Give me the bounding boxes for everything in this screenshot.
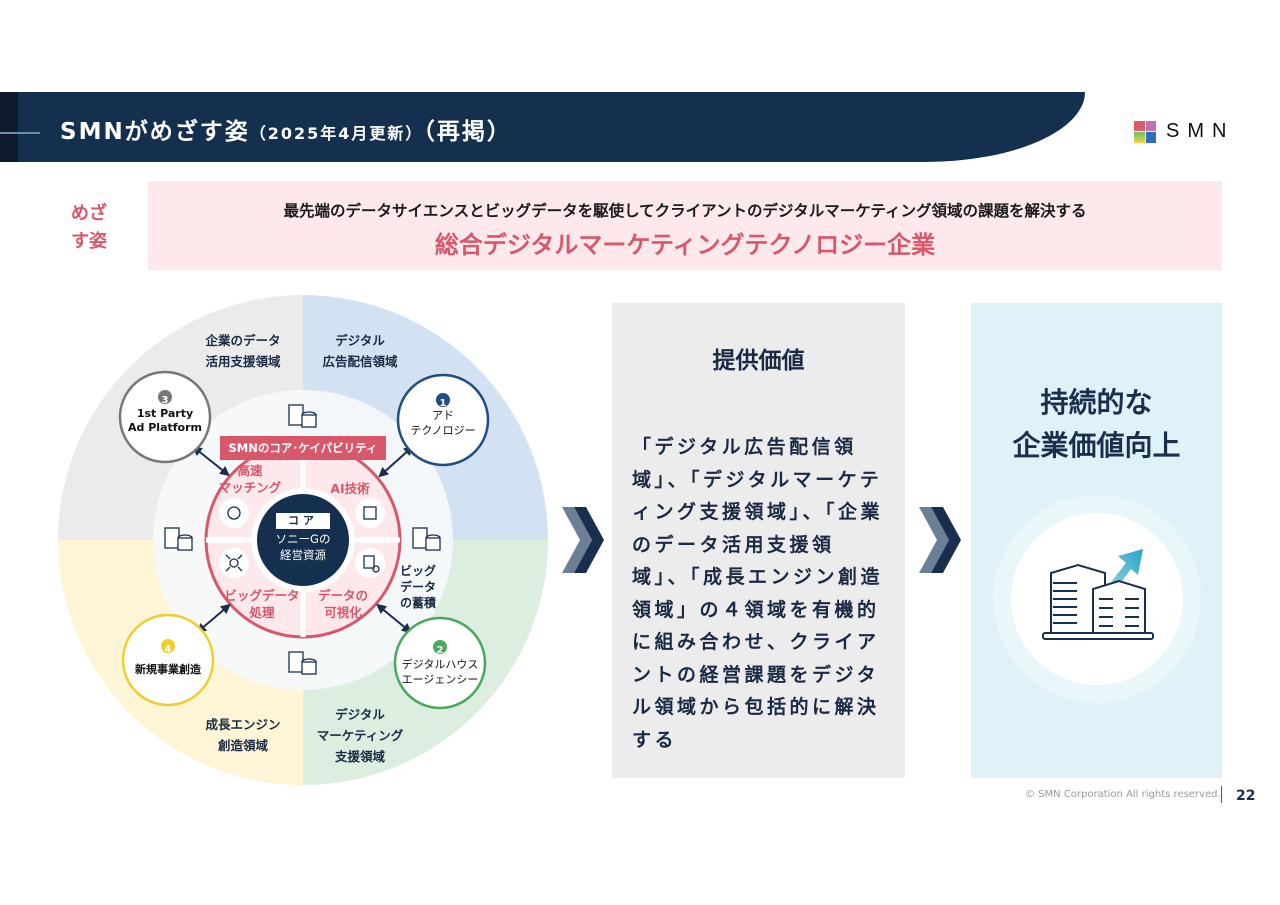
goal-box: 最先端のデータサイエンスとビッグデータを駆使してクライアントのデジタルマーケティ… (148, 181, 1222, 270)
satellite-4 (121, 613, 215, 707)
building-growth-icon (993, 495, 1201, 703)
ai-chip-icon (363, 506, 377, 520)
database-icons (164, 404, 441, 675)
header-accent (0, 92, 18, 162)
goal-label: めざす姿 (71, 203, 107, 252)
chevron-right-icon-2 (919, 507, 961, 573)
core-text: ソニーGの 経営資源 (275, 532, 331, 562)
quadrant-label-ad-delivery: デジタル 広告配信領域 (322, 333, 398, 369)
satellite-1-label: アド テクノロジー (410, 409, 476, 437)
header-line (0, 132, 40, 134)
satellite-4-label: 新規事業創造 (135, 663, 201, 676)
chevron-right-icon (562, 507, 604, 573)
smn-logo: SMN (1134, 120, 1234, 143)
satellite-2-label: デジタルハウス エージェンシー (401, 658, 479, 686)
page-title: SMNがめざす姿（2025年4月更新）（再掲） (60, 112, 512, 146)
logo-text: SMN (1166, 120, 1235, 142)
satellite-4-num: 4 (164, 644, 172, 655)
copyright: © SMN Corporation All rights reserved. (1025, 789, 1221, 800)
outcome-title: 持続的な 企業価値向上 (1012, 386, 1181, 462)
network-icon (229, 558, 239, 568)
title-tag: （再掲） (423, 119, 512, 145)
page-number: 22 (1236, 788, 1256, 804)
bigdata-label: ビッグ データ の蓄積 (399, 564, 437, 610)
satellite-3-num: 3 (161, 395, 169, 406)
goal-main: 総合デジタルマーケティングテクノロジー企業 (434, 231, 936, 259)
logo-mark-icon (1134, 120, 1156, 143)
value-panel: 提供価値 「デジタル広告配信領域」、「デジタルマーケティング支援領域」、「企業の… (612, 303, 905, 778)
satellite-3-label: 1st Party Ad Platform (128, 407, 202, 434)
capability-bigdata: ビッグデータ 処理 (224, 588, 300, 620)
core-tag: コア (288, 514, 318, 527)
capability-visualization: データの 可視化 (317, 588, 369, 620)
title-text: SMNがめざす姿 (60, 119, 250, 145)
satellite-1-num: 1 (439, 398, 447, 409)
business-diagram (58, 295, 548, 785)
value-body: 「デジタル広告配信領域」、「デジタルマーケティング支援領域」、「企業のデータ活用… (632, 436, 884, 751)
capability-matching: 高速 マッチング (218, 463, 282, 495)
outcome-panel: 持続的な 企業価値向上 (971, 303, 1222, 778)
quadrant-label-marketing: デジタル マーケティング 支援領域 (316, 707, 404, 764)
footer-divider (1221, 786, 1222, 803)
satellite-3 (118, 370, 212, 464)
matching-icon (227, 506, 241, 520)
satellite-2 (393, 616, 487, 710)
header-bar (0, 92, 1085, 162)
visualize-icon (363, 555, 375, 569)
title-note: （2025年4月更新） (249, 124, 424, 143)
satellite-2-num: 2 (436, 645, 444, 656)
value-title: 提供価値 (712, 348, 805, 374)
capability-ai: AI技術 (330, 481, 370, 496)
link-arrows (192, 445, 414, 634)
quadrant-label-growth: 成長エンジン 創造領域 (205, 717, 281, 753)
quadrant-label-data-support: 企業のデータ 活用支援領域 (205, 333, 281, 369)
core-banner-bg (220, 436, 386, 460)
goal-subtitle: 最先端のデータサイエンスとビッグデータを駆使してクライアントのデジタルマーケティ… (283, 202, 1087, 220)
core-capability-banner: SMNのコア･ケイパビリティ (228, 441, 378, 455)
satellite-1 (396, 373, 490, 467)
